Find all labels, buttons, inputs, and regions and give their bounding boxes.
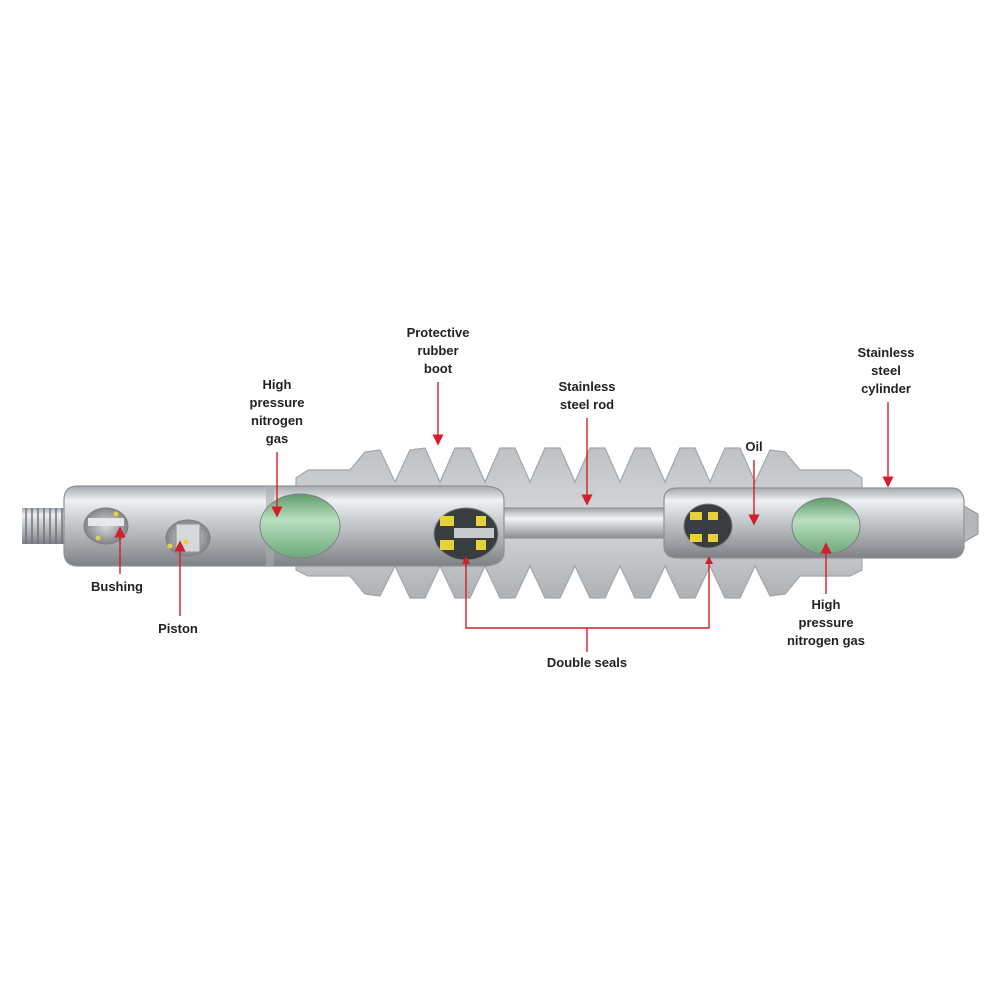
callout-lines	[114, 382, 894, 652]
label-oil: Oil	[745, 439, 763, 454]
label-double-seals: Double seals	[546, 655, 628, 670]
label-bushing: Bushing	[91, 579, 143, 594]
gas-window-left	[259, 493, 341, 559]
label-high-pressure-nitrogen-gas-right: High pressure nitrogen gas	[786, 597, 865, 648]
label-piston: Piston	[158, 621, 198, 636]
left-cylinder-body	[63, 485, 505, 567]
label-protective-rubber-boot: Protective rubber boot	[406, 325, 470, 376]
label-high-pressure-nitrogen-gas-left: High pressure nitrogen gas	[249, 377, 305, 446]
gas-window-right	[791, 497, 861, 555]
callout-double-seals	[465, 560, 710, 652]
label-stainless-steel-rod: Stainless steel rod	[558, 379, 616, 412]
label-stainless-steel-cylinder: Stainless steel cylinder	[857, 345, 915, 396]
threaded-stud-left	[22, 508, 68, 544]
stainless-steel-rod	[494, 507, 676, 539]
right-cylinder-body	[663, 487, 979, 559]
